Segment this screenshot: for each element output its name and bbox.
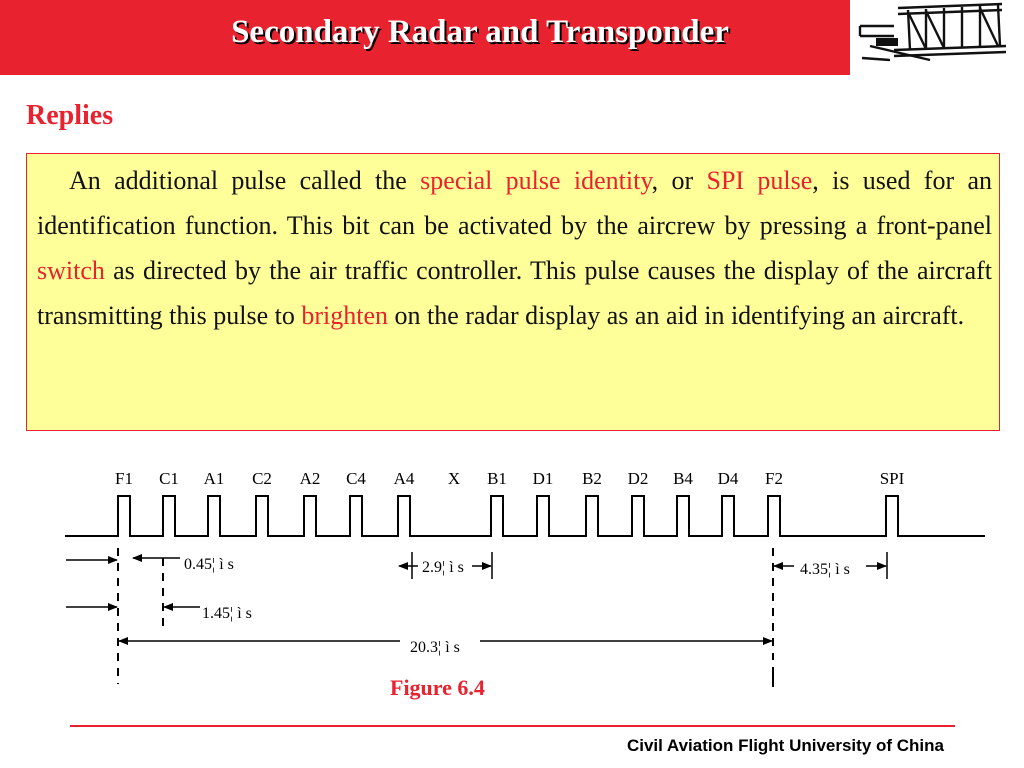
pulse-label-x: X: [448, 469, 460, 488]
pulse-label-c2: C2: [252, 469, 272, 488]
pulse-label-d1: D1: [533, 469, 554, 488]
highlight-spi-pulse: SPI pulse: [706, 166, 813, 195]
text-part: , is used for an identification function…: [37, 166, 992, 240]
footer-divider: [70, 725, 955, 727]
pulse-label-b4: B4: [673, 469, 693, 488]
highlight-spi-term: special pulse identity: [420, 166, 652, 195]
measurement-label: 4.35¦ ì s: [800, 561, 850, 578]
pulse-label-b2: B2: [582, 469, 602, 488]
pulse-label-c1: C1: [159, 469, 179, 488]
highlight-brighten: brighten: [301, 301, 388, 330]
pulse-label-f1: F1: [115, 469, 133, 488]
pulse-label-b1: B1: [487, 469, 507, 488]
footer-org: Civil Aviation Flight University of Chin…: [626, 736, 944, 755]
highlight-switch: switch: [37, 256, 105, 285]
pulse-label-d2: D2: [628, 469, 649, 488]
description-text: An additional pulse called the special p…: [37, 158, 992, 338]
text-part: as directed by the air traffic controlle…: [37, 256, 992, 330]
pulse-diagram: F1 C1 A1 C2 A2 C4 A4 X B1 D1 B2 D2 B4 D4 F2 SPI 0.45¦ ì…: [65, 469, 985, 687]
pulse-label-a4: A4: [394, 469, 415, 488]
biplane-logo: [850, 0, 1024, 80]
description-box: An additional pulse called the special p…: [26, 153, 1000, 431]
measurement-label: 0.45¦ ì s: [184, 556, 234, 573]
measurement-label: 1.45¦ ì s: [202, 605, 252, 622]
slide-title: Secondary Radar and Transponder: [231, 14, 729, 50]
text-part: on the radar display as an aid in identi…: [388, 301, 965, 330]
section-title: Replies: [26, 100, 114, 131]
figure-caption: Figure 6.4: [390, 675, 485, 700]
measurement-label: 2.9¦ ì s: [422, 559, 464, 576]
text-part: An additional pulse called the: [69, 166, 421, 195]
pulse-label-d4: D4: [718, 469, 739, 488]
pulse-train: [65, 495, 985, 537]
pulse-label-a1: A1: [204, 469, 225, 488]
text-part: , or: [651, 166, 707, 195]
pulse-label-a2: A2: [300, 469, 321, 488]
measurement-label: 20.3¦ ì s: [410, 639, 460, 656]
pulse-label-f2: F2: [765, 469, 783, 488]
pulse-label-c4: C4: [346, 469, 366, 488]
header-bar: [0, 0, 850, 75]
pulse-label-spi: SPI: [880, 469, 905, 488]
